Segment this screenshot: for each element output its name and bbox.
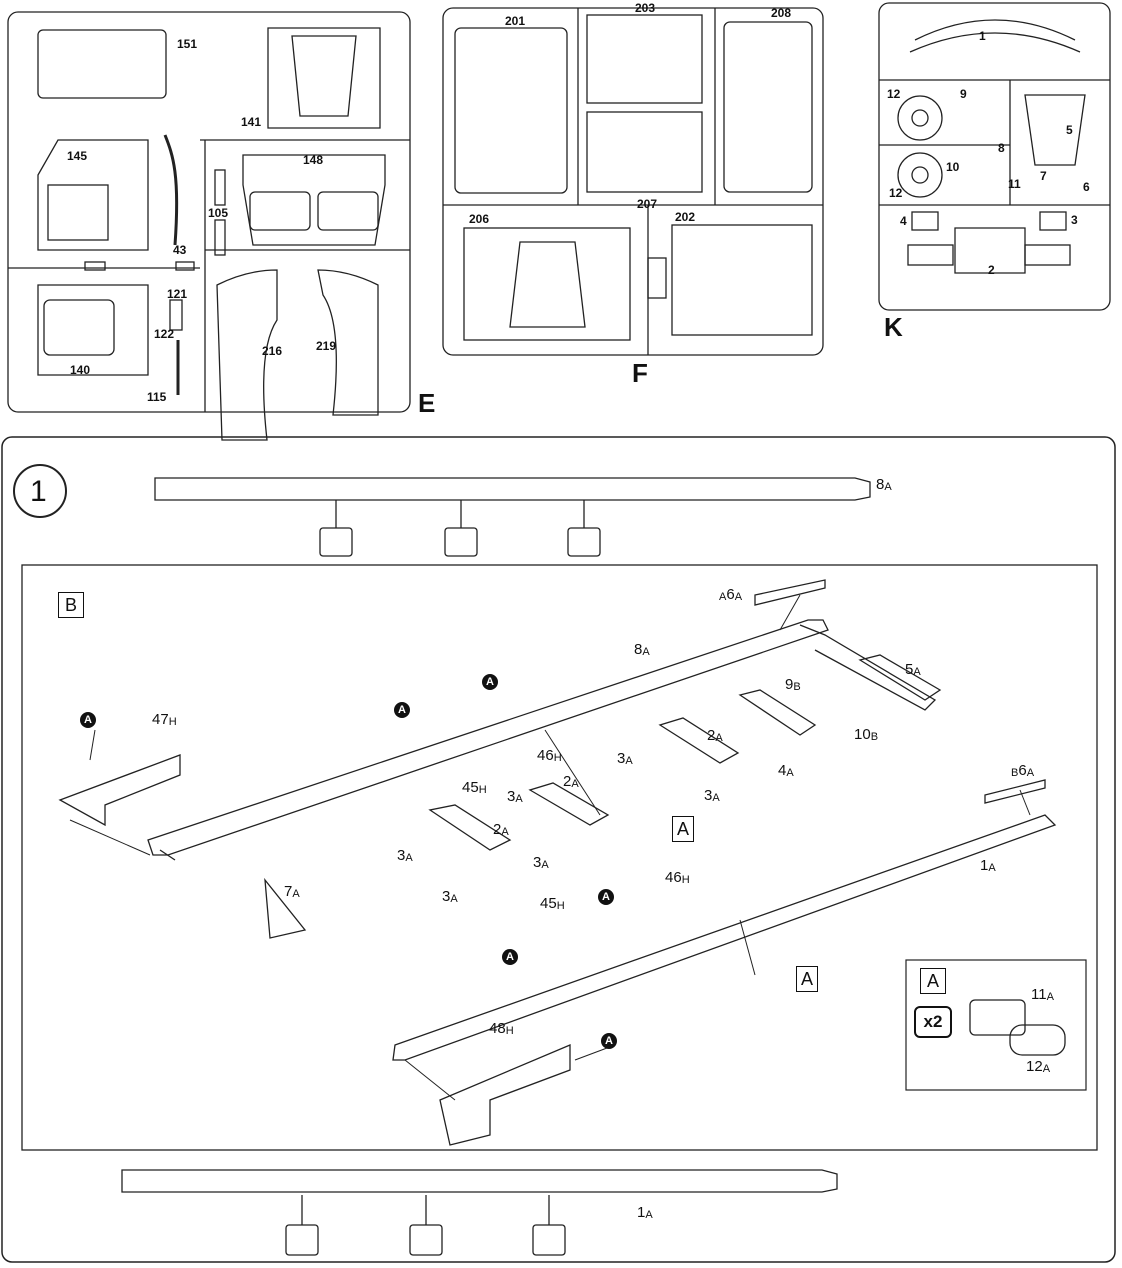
frame-rail-8a — [147, 619, 937, 861]
part-label: 12 — [887, 87, 901, 101]
part-label: 206 — [469, 212, 490, 226]
part-label: 48H — [489, 1020, 514, 1037]
part-label: 12 — [889, 186, 903, 200]
quantity-badge: x2 — [914, 1006, 952, 1038]
part-label: 115 — [147, 390, 167, 404]
part-label: 1 — [979, 29, 986, 43]
part-label: 105 — [208, 206, 229, 220]
subassembly-a-ref: A — [672, 816, 694, 842]
part-label: 7A — [284, 883, 300, 900]
inset-label: A — [920, 968, 946, 994]
part-label: 2A — [493, 821, 509, 838]
part-label: 4 — [900, 214, 907, 228]
subassembly-box-b: B — [58, 592, 84, 618]
part-label: 207 — [637, 197, 658, 211]
sprue-f — [442, 7, 824, 356]
part-label: 3A — [442, 888, 458, 905]
part-label: 6 — [1083, 180, 1090, 194]
part-label: 201 — [505, 14, 526, 28]
callout-a: A — [80, 712, 96, 728]
assembly-arrows — [69, 594, 1031, 1101]
part-label: 216 — [262, 344, 283, 358]
part-label: A6A — [719, 586, 743, 603]
part-label: 208 — [771, 6, 792, 20]
part-label: B6A — [1011, 762, 1035, 779]
part-label: 11 — [1008, 177, 1021, 191]
part-label: 141 — [241, 115, 262, 129]
part-label: 43 — [173, 243, 187, 257]
part-label: 9 — [960, 87, 967, 101]
part-label: 5A — [905, 661, 921, 678]
bottom-frame-rail — [121, 1169, 838, 1256]
part-label: 219 — [316, 339, 337, 353]
part-label: 8 — [998, 141, 1005, 155]
sprue-letter-k: K — [884, 312, 903, 342]
part-label: 7 — [1040, 169, 1047, 183]
part-label: 46H — [537, 747, 562, 764]
part-label: 121 — [167, 287, 188, 301]
part-label: 2A — [563, 773, 579, 790]
part-label: 45H — [462, 779, 487, 796]
part-label: 10 — [946, 160, 960, 174]
callout-a: A — [482, 674, 498, 690]
part-label: 45H — [540, 895, 565, 912]
frame-rail-1a — [392, 814, 1057, 1061]
part-label: 1A — [980, 857, 996, 874]
part-label: 3A — [533, 854, 549, 871]
sprue-e — [7, 11, 411, 441]
part-label: 3A — [507, 788, 523, 805]
part-label: 3A — [617, 750, 633, 767]
part-label: 8A — [634, 641, 650, 658]
part-label: 3 — [1071, 213, 1078, 227]
part-label: 10B — [854, 726, 879, 743]
part-label: 4A — [778, 762, 794, 779]
callout-a: A — [601, 1033, 617, 1049]
part-label: 140 — [70, 363, 91, 377]
subassembly-a-ref: A — [796, 966, 818, 992]
sprue-k — [878, 2, 1111, 311]
cross-members — [58, 579, 1046, 1146]
top-frame-rail — [154, 477, 871, 557]
part-label: 145 — [67, 149, 88, 163]
part-label: 3A — [397, 847, 413, 864]
part-label: 47H — [152, 711, 177, 728]
part-label: 46H — [665, 869, 690, 886]
part-label: 2A — [707, 727, 723, 744]
callout-a: A — [394, 702, 410, 718]
sprue-letter-f: F — [632, 358, 648, 388]
part-label: 9B — [785, 676, 801, 693]
part-label: 148 — [303, 153, 324, 167]
part-label: 151 — [177, 37, 198, 51]
part-label: 12A — [1026, 1058, 1051, 1075]
callout-a: A — [502, 949, 518, 965]
part-label: 122 — [154, 327, 175, 341]
part-label: 202 — [675, 210, 696, 224]
part-label: 203 — [635, 1, 656, 15]
part-label: 11A — [1031, 986, 1054, 1003]
top-frame-label: 8A — [876, 476, 892, 493]
part-label: 5 — [1066, 123, 1073, 137]
part-label: 2 — [988, 263, 995, 277]
sprue-letter-e: E — [418, 388, 436, 418]
callout-a: A — [598, 889, 614, 905]
step-number: 1 — [30, 475, 47, 508]
part-label: 3A — [704, 787, 720, 804]
bottom-frame-label: 1A — [637, 1204, 653, 1221]
